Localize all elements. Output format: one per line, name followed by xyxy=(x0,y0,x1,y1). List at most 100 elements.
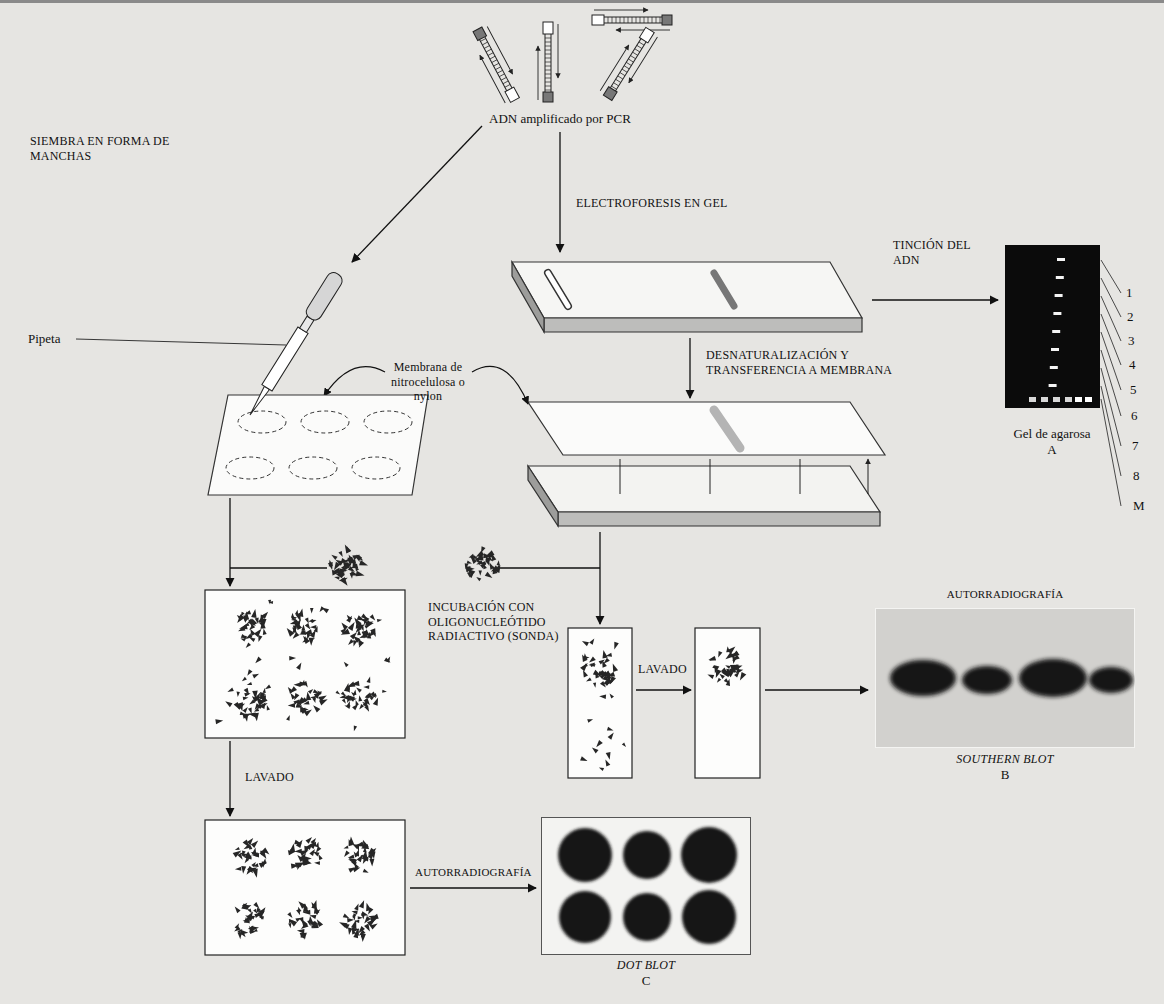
probe-triangle xyxy=(312,698,315,703)
probe-triangle xyxy=(227,687,234,692)
probe-triangle xyxy=(313,705,320,712)
probe-triangle xyxy=(466,566,475,572)
probe-triangle xyxy=(300,850,309,856)
lane-number: 7 xyxy=(1132,438,1139,454)
probe-triangle xyxy=(295,613,300,622)
probe-triangle xyxy=(302,858,307,865)
probe-triangle xyxy=(295,623,299,630)
probe-triangle xyxy=(259,850,266,859)
probe-triangle xyxy=(361,913,365,919)
part-label: Pipeta xyxy=(28,331,61,347)
probe-triangle xyxy=(322,608,330,614)
probe-triangle xyxy=(317,919,323,927)
probe-triangle xyxy=(364,924,370,932)
probe-triangle xyxy=(305,623,311,630)
probe-triangle xyxy=(373,698,378,706)
probe-triangle xyxy=(708,656,716,661)
probe-triangle xyxy=(367,677,371,683)
dna-fragment xyxy=(592,10,672,30)
probe-triangle xyxy=(341,629,350,635)
probe-triangle xyxy=(289,656,296,661)
probe-triangle xyxy=(316,846,321,853)
probe-triangle xyxy=(734,665,743,670)
probe-triangle xyxy=(343,914,350,919)
probe-triangle xyxy=(356,700,359,706)
dna-band xyxy=(1053,312,1061,315)
probe-triangle xyxy=(249,915,255,919)
probe-triangle xyxy=(258,704,264,709)
probe-triangle xyxy=(365,693,373,698)
probe-triangle xyxy=(247,682,252,685)
probe-triangle xyxy=(260,694,266,698)
probe-triangle xyxy=(485,572,493,578)
step-label: ELECTROFORESIS EN GEL xyxy=(576,196,728,211)
probe-triangle xyxy=(248,708,252,714)
probe-triangle xyxy=(589,656,596,662)
dna-band xyxy=(1055,294,1063,297)
probe-triangle xyxy=(599,671,603,677)
probe-triangle xyxy=(309,916,314,923)
probe-cluster xyxy=(344,836,377,872)
probe-triangle xyxy=(340,577,348,586)
probe-triangle xyxy=(605,759,610,766)
probe-triangle xyxy=(582,641,589,646)
probe-triangle xyxy=(235,907,241,914)
step-label: SIEMBRA EN FORMA DE MANCHAS xyxy=(30,134,190,163)
probe-triangle xyxy=(347,695,352,703)
probe-triangle xyxy=(300,935,306,939)
probe-triangle xyxy=(344,846,349,849)
probe-triangle xyxy=(297,929,305,934)
probe-triangle xyxy=(245,853,249,859)
probe-triangle xyxy=(718,651,722,658)
probe-triangle xyxy=(603,650,608,659)
probe-triangle xyxy=(354,904,359,911)
probe-triangle xyxy=(247,867,253,874)
free-probes xyxy=(580,694,626,772)
probe-triangle xyxy=(377,619,382,622)
dna-band xyxy=(1051,348,1059,351)
probe-triangle xyxy=(299,630,306,634)
probe-cluster xyxy=(465,546,501,581)
probe-triangle xyxy=(352,555,360,560)
probe-triangle xyxy=(344,662,349,667)
lane-number: 8 xyxy=(1133,468,1140,484)
probe-triangle xyxy=(354,618,361,627)
probe-triangle xyxy=(345,687,350,690)
probe-triangle xyxy=(596,740,603,747)
probe-triangle xyxy=(296,699,302,706)
probe-triangle xyxy=(709,656,716,661)
probe-triangle xyxy=(353,640,357,647)
probe-triangle xyxy=(363,685,369,689)
probe-triangle xyxy=(243,697,249,701)
figure-letter: A xyxy=(997,442,1107,458)
probe-triangle xyxy=(242,677,247,682)
probe-triangle xyxy=(354,726,357,732)
probe-triangle xyxy=(235,847,240,850)
probe-triangle xyxy=(301,919,308,927)
probe-triangle xyxy=(260,907,265,913)
flow-arrow xyxy=(352,126,482,262)
flow-arrow xyxy=(636,689,691,690)
lane-number: 4 xyxy=(1129,357,1136,373)
transfer-stack xyxy=(528,402,885,526)
probe-triangle xyxy=(267,705,270,711)
probe-triangle xyxy=(318,854,322,860)
probe-triangle xyxy=(331,555,337,560)
film-background xyxy=(542,818,751,955)
probe-triangle xyxy=(237,704,245,710)
flow-arrow xyxy=(599,532,600,624)
probe-triangle xyxy=(244,917,248,923)
probe-triangle xyxy=(359,560,368,565)
probe-cluster xyxy=(580,650,618,688)
step-label: LAVADO xyxy=(245,770,294,785)
figure-letter: C xyxy=(540,973,752,989)
probe-triangle xyxy=(288,923,291,928)
hybridization-dot xyxy=(558,828,612,882)
probe-triangle xyxy=(252,697,258,702)
probe-triangle xyxy=(349,836,354,845)
agarose-gel-image xyxy=(1005,245,1100,408)
flow-line xyxy=(499,567,600,568)
probe-cluster xyxy=(287,900,323,940)
probe-triangle xyxy=(306,837,313,844)
probe-triangle xyxy=(346,616,352,623)
